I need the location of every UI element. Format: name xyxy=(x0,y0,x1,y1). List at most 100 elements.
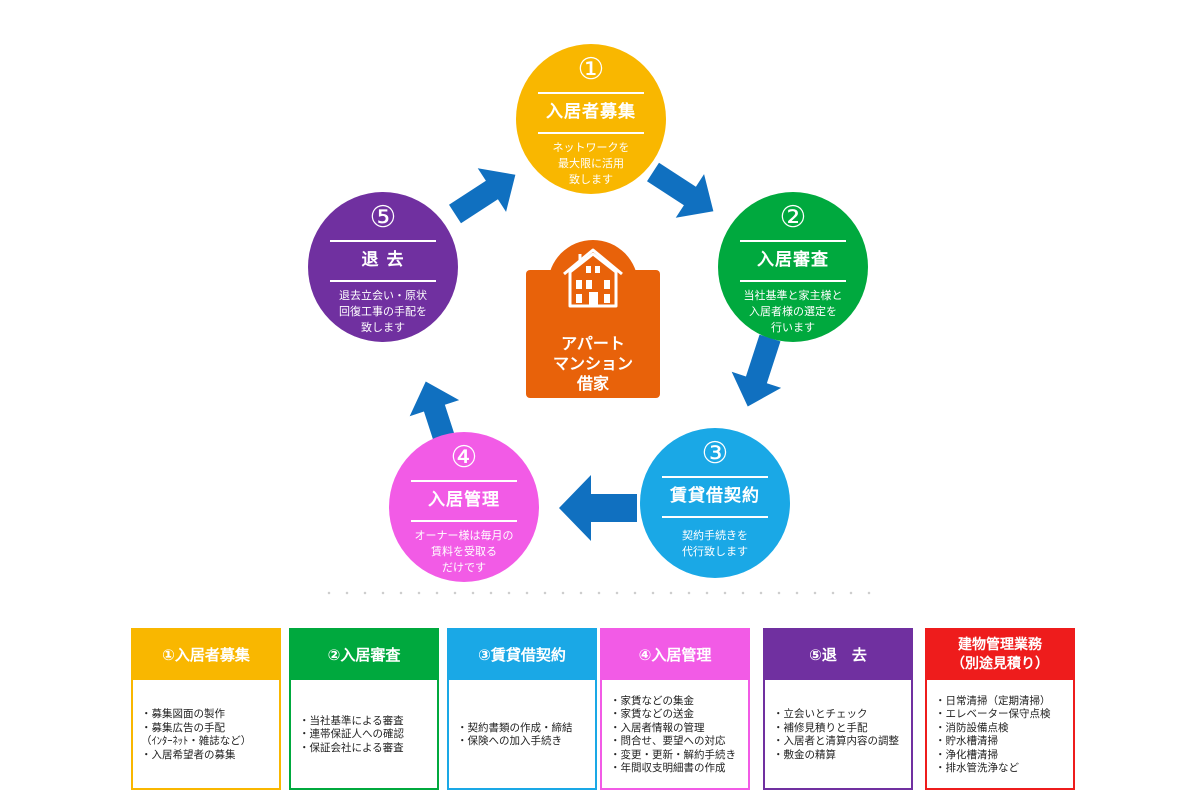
list-item: ・募集図面の製作 xyxy=(141,708,225,720)
divider xyxy=(411,520,517,522)
card-body: ・立会いとチェック ・補修見積りと手配 ・入居者と清算内容の調整 ・敷金の精算 xyxy=(773,686,905,784)
card-body: ・募集図面の製作 ・募集広告の手配 （ｲﾝﾀｰﾈｯﾄ・雑誌など） ・入居希望者の… xyxy=(141,686,273,784)
list-item: ・契約書類の作成・締結 xyxy=(457,721,573,734)
desc-line: だけです xyxy=(442,561,486,574)
list-item: ・日常清掃（定期清掃） xyxy=(935,694,1051,707)
step-title: 入居管理 xyxy=(428,490,500,510)
step-circle-5: ⑤ 退 去 退去立会い・原状 回復工事の手配を 致します xyxy=(308,192,458,342)
step-number: ③ xyxy=(701,436,729,471)
desc-line: オーナー様は毎月の xyxy=(414,529,514,542)
step-number: ⑤ xyxy=(369,200,397,235)
divider xyxy=(411,480,517,482)
step-description: ネットワークを 最大限に活用 致します xyxy=(528,140,654,188)
list-item: （ｲﾝﾀｰﾈｯﾄ・雑誌など） xyxy=(141,735,252,747)
card-header: ⑤退 去 xyxy=(765,630,911,680)
desc-line: 賃料を受取る xyxy=(431,545,497,558)
card-header: ②入居審査 xyxy=(291,630,437,680)
card-body: ・契約書類の作成・締結 ・保険への加入手続き xyxy=(457,686,589,784)
card-body: ・当社基準による審査 ・連帯保証人への確認 ・保証会社による審査 xyxy=(299,686,431,784)
card-header: 建物管理業務 （別途見積り） xyxy=(927,630,1073,680)
desc-line: 入居者様の選定を xyxy=(749,305,837,318)
desc-line: 最大限に活用 xyxy=(558,157,624,170)
step-description: オーナー様は毎月の 賃料を受取る だけです xyxy=(401,528,527,576)
step-circle-2: ② 入居審査 当社基準と家主様と 入居者様の選定を 行います xyxy=(718,192,868,342)
desc-line: ネットワークを xyxy=(552,141,630,154)
list-item: ・エレベーター保守点検 xyxy=(935,708,1051,720)
list-item: ・入居者と清算内容の調整 xyxy=(773,735,899,747)
list-item: ・募集広告の手配 xyxy=(141,721,225,734)
desc-line: 行います xyxy=(771,321,815,334)
card-step-5: ⑤退 去 ・立会いとチェック ・補修見積りと手配 ・入居者と清算内容の調整 ・敷… xyxy=(763,628,913,790)
card-header: ①入居者募集 xyxy=(133,630,279,680)
list-item: ・保証会社による審査 xyxy=(299,741,404,754)
step-title: 入居審査 xyxy=(757,250,829,270)
arrow-5-to-1 xyxy=(449,168,516,224)
divider xyxy=(662,516,768,518)
desc-line: 致します xyxy=(569,173,613,186)
step-title: 退 去 xyxy=(361,250,405,270)
card-step-2: ②入居審査 ・当社基準による審査 ・連帯保証人への確認 ・保証会社による審査 xyxy=(289,628,439,790)
list-item: ・浄化槽清掃 xyxy=(935,748,998,761)
list-item: ・入居者情報の管理 xyxy=(610,721,705,734)
list-item: ・立会いとチェック xyxy=(773,708,868,720)
list-item: ・保険への加入手続き xyxy=(457,735,562,747)
list-item: ・消防設備点検 xyxy=(935,721,1009,734)
list-item: ・年間収支明細書の作成 xyxy=(610,762,726,774)
step-title: 入居者募集 xyxy=(546,102,636,122)
card-header: ④入居管理 xyxy=(602,630,748,680)
list-item: ・排水管洗浄など xyxy=(935,762,1019,774)
center-label: アパート マンション 借家 xyxy=(526,334,660,394)
card-header-line: （別途見積り） xyxy=(951,656,1049,672)
step-number: ④ xyxy=(450,440,478,475)
list-item: ・補修見積りと手配 xyxy=(773,721,868,734)
divider xyxy=(330,280,436,282)
step-number: ① xyxy=(577,52,605,87)
step-description: 契約手続きを 代行致します xyxy=(652,528,778,560)
list-item: ・連帯保証人への確認 xyxy=(299,728,404,741)
list-item: ・問合せ、要望への対応 xyxy=(610,735,726,747)
card-body: ・家賃などの集金 ・家賃などの送金 ・入居者情報の管理 ・問合せ、要望への対応 … xyxy=(610,686,742,784)
desc-line: 退去立会い・原状 xyxy=(339,289,427,302)
card-step-4: ④入居管理 ・家賃などの集金 ・家賃などの送金 ・入居者情報の管理 ・問合せ、要… xyxy=(600,628,750,790)
desc-line: 回復工事の手配を xyxy=(339,305,427,318)
desc-line: 代行致します xyxy=(682,545,748,558)
list-item: ・貯水槽清掃 xyxy=(935,735,998,747)
arrow-2-to-3 xyxy=(731,334,782,407)
card-step-3: ③賃貸借契約 ・契約書類の作成・締結 ・保険への加入手続き xyxy=(447,628,597,790)
list-item: ・家賃などの送金 xyxy=(610,708,694,720)
card-body: ・日常清掃（定期清掃） ・エレベーター保守点検 ・消防設備点検 ・貯水槽清掃 ・… xyxy=(935,686,1067,784)
step-circle-4: ④ 入居管理 オーナー様は毎月の 賃料を受取る だけです xyxy=(389,432,539,582)
desc-line: 致します xyxy=(361,321,405,334)
card-header: ③賃貸借契約 xyxy=(449,630,595,680)
step-description: 退去立会い・原状 回復工事の手配を 致します xyxy=(320,288,446,336)
desc-line: 当社基準と家主様と xyxy=(743,289,843,302)
center-badge xyxy=(526,270,660,398)
divider xyxy=(662,476,768,478)
divider xyxy=(740,280,846,282)
step-circle-3: ③ 賃貸借契約 契約手続きを 代行致します xyxy=(640,428,790,578)
card-header-line: 建物管理業務 xyxy=(958,637,1042,653)
center-line: 借家 xyxy=(576,374,609,393)
divider xyxy=(740,240,846,242)
divider xyxy=(538,92,644,94)
center-line: アパート xyxy=(561,334,625,353)
arrow-1-to-2 xyxy=(647,162,714,218)
list-item: ・入居希望者の募集 xyxy=(141,748,236,761)
divider xyxy=(330,240,436,242)
list-item: ・変更・更新・解約手続き xyxy=(610,748,736,761)
step-number: ② xyxy=(779,200,807,235)
center-line: マンション xyxy=(552,354,633,373)
step-description: 当社基準と家主様と 入居者様の選定を 行います xyxy=(730,288,856,336)
step-circle-1: ① 入居者募集 ネットワークを 最大限に活用 致します xyxy=(516,44,666,194)
arrow-3-to-4 xyxy=(559,475,637,541)
step-title: 賃貸借契約 xyxy=(670,486,760,506)
list-item: ・当社基準による審査 xyxy=(299,714,404,727)
card-step-1: ①入居者募集 ・募集図面の製作 ・募集広告の手配 （ｲﾝﾀｰﾈｯﾄ・雑誌など） … xyxy=(131,628,281,790)
dotted-separator xyxy=(320,591,880,595)
card-building-management: 建物管理業務 （別途見積り） ・日常清掃（定期清掃） ・エレベーター保守点検 ・… xyxy=(925,628,1075,790)
desc-line: 契約手続きを xyxy=(682,529,748,542)
divider xyxy=(538,132,644,134)
list-item: ・家賃などの集金 xyxy=(610,694,694,707)
service-cycle-diagram: ① 入居者募集 ネットワークを 最大限に活用 致します ② 入居審査 当社基準と… xyxy=(308,44,880,595)
house-icon xyxy=(563,248,623,308)
